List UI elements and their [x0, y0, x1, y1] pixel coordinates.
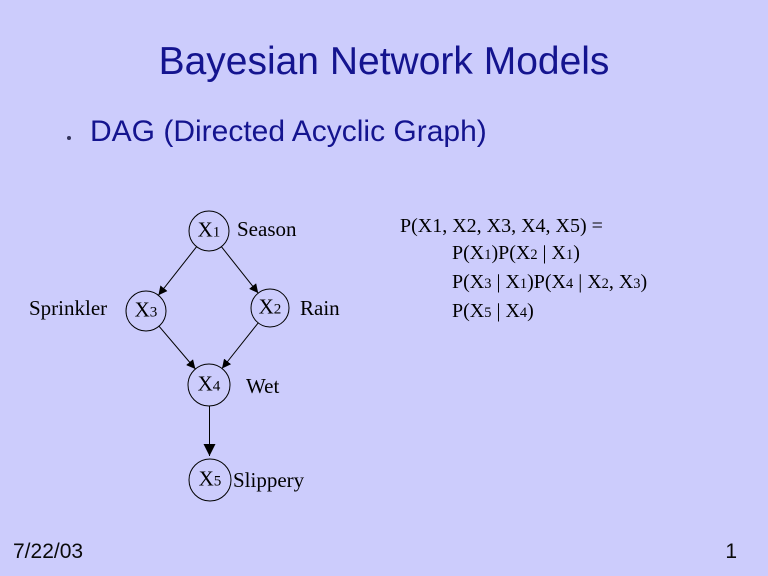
page-number: 1 [725, 540, 737, 563]
edge-arrow-x1-x3 [158, 246, 197, 296]
bullet-dot-icon [67, 136, 71, 140]
bullet-text: DAG (Directed Acyclic Graph) [90, 115, 487, 148]
node-caption-season: Season [237, 217, 297, 241]
edge-arrow-x1-x2 [221, 246, 259, 294]
formula-line-2: P(X1)P(X2 | X1) [452, 242, 580, 264]
footer-date: 7/22/03 [13, 540, 84, 563]
node-caption-slippery: Slippery [233, 468, 305, 492]
joint-probability-formula: P(X1, X2, X3, X4, X5) = P(X1)P(X2 | X1) … [400, 213, 647, 327]
formula-line-1: P(X1, X2, X3, X4, X5) = [400, 215, 603, 237]
node-label-x3: X3 [134, 297, 158, 322]
slide-title: Bayesian Network Models [158, 40, 610, 83]
edge-arrow-x3-x4 [158, 325, 196, 370]
formula-line-3: P(X3 | X1)P(X4 | X2, X3) [452, 271, 648, 293]
node-caption-rain: Rain [300, 296, 340, 320]
node-caption-sprinkler: Sprinkler [29, 296, 108, 320]
node-label-x2: X2 [258, 294, 282, 319]
node-label-x4: X4 [197, 371, 221, 396]
node-label-x1: X1 [197, 217, 221, 242]
formula-line-4: P(X5 | X4) [452, 300, 534, 322]
node-label-x5: X5 [198, 466, 222, 491]
edge-arrow-x2-x4 [221, 322, 259, 369]
node-caption-wet: Wet [246, 374, 280, 398]
